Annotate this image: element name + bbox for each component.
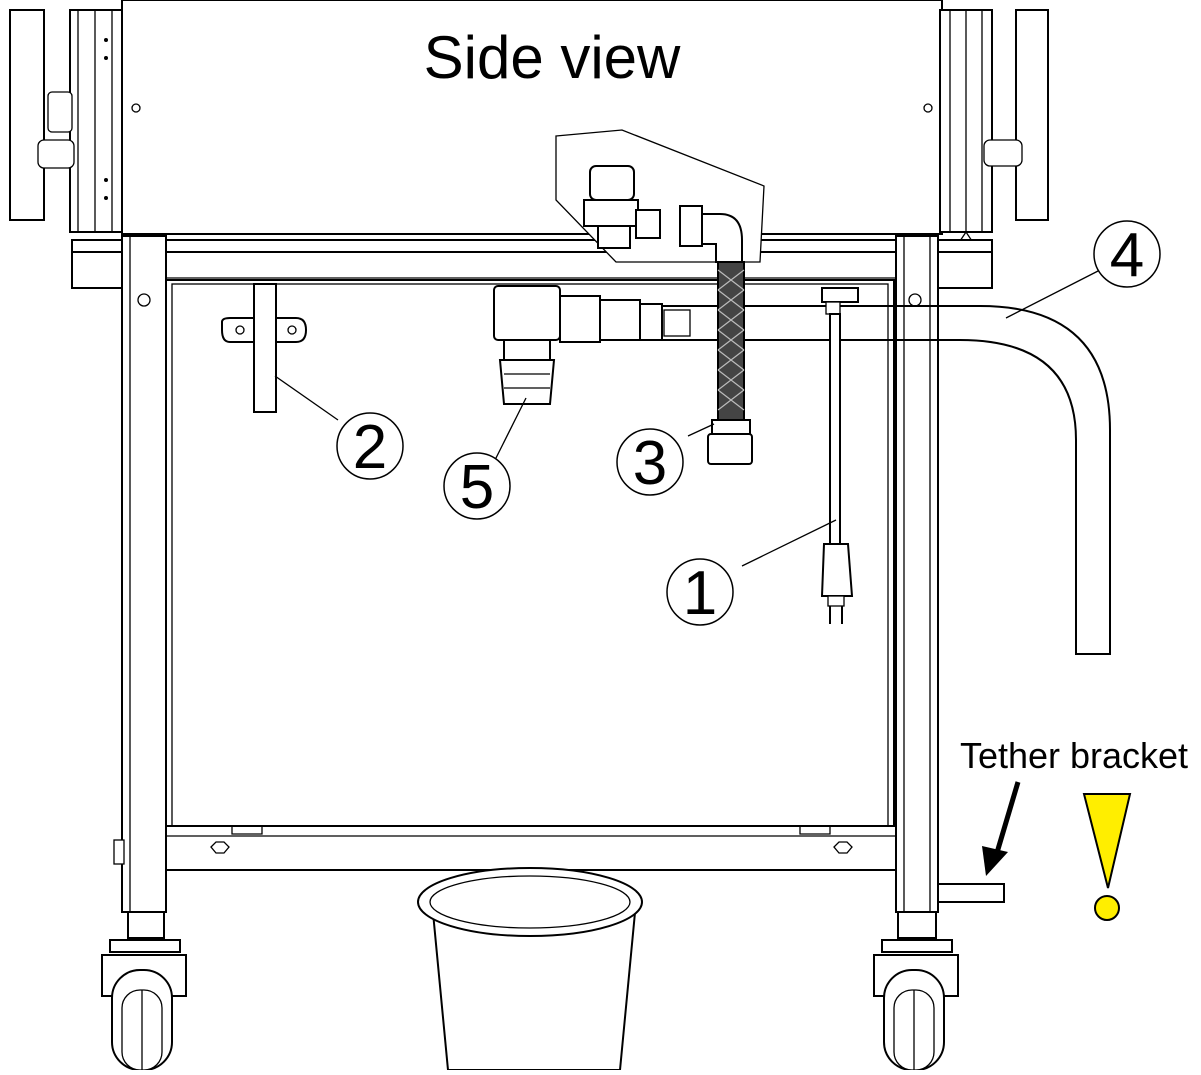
cart-left-leg xyxy=(113,235,167,913)
left-handle-bar xyxy=(9,9,45,221)
cart-right-leg xyxy=(895,235,939,913)
braided-hose xyxy=(707,261,753,465)
hose-bracket xyxy=(221,283,308,413)
callout-leaders xyxy=(274,269,1101,567)
diagram-title: Side view xyxy=(424,24,681,91)
right-handle-bar xyxy=(1015,9,1049,221)
callout-5: 5 xyxy=(443,452,511,522)
warning-exclamation-icon xyxy=(1082,793,1132,921)
callout-3: 3 xyxy=(616,428,684,498)
solenoid-valve-inset xyxy=(555,129,765,263)
tether-arrow xyxy=(982,781,1021,876)
tether-bracket xyxy=(937,883,1005,903)
svg-text:4: 4 xyxy=(1110,221,1144,290)
svg-text:3: 3 xyxy=(633,429,667,498)
upper-cabinet xyxy=(9,0,1049,245)
power-cord xyxy=(820,287,859,624)
right-caster xyxy=(873,911,959,1071)
cabinet-side-panel xyxy=(121,0,943,235)
cart-bottom-rail xyxy=(165,825,901,871)
callout-4: 4 xyxy=(1093,220,1161,290)
left-caster xyxy=(101,911,187,1071)
svg-text:1: 1 xyxy=(683,559,717,628)
callout-2: 2 xyxy=(336,412,404,482)
svg-text:2: 2 xyxy=(353,413,387,482)
left-door-frame xyxy=(69,9,123,233)
callout-1: 1 xyxy=(666,558,734,628)
water-inlet-valve xyxy=(493,285,663,405)
tether-bracket-label: Tether bracket xyxy=(960,735,1188,776)
drain-pipe xyxy=(659,305,1111,655)
svg-text:5: 5 xyxy=(460,453,494,522)
drain-bucket xyxy=(417,867,643,1071)
